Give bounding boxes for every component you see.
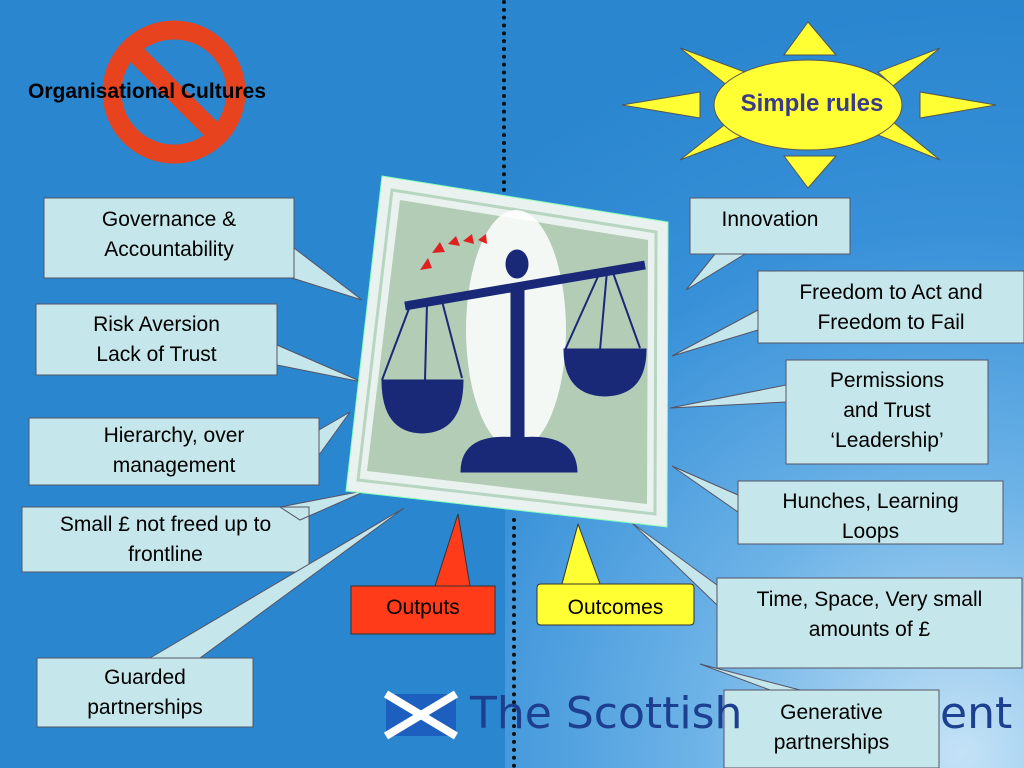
- motion-marks-icon: [420, 234, 487, 270]
- governance-text: Governance &Accountability: [101, 208, 237, 261]
- outcomes-label: Outcomes: [567, 596, 664, 619]
- callout-governance: [43, 197, 363, 301]
- outputs-label: Outputs: [386, 596, 460, 619]
- slide-title: Organisational Cultures: [28, 80, 267, 103]
- callout-permissions: [669, 359, 989, 465]
- callout-freedom: [671, 270, 1024, 357]
- no-symbol-icon: [102, 20, 246, 164]
- callout-guarded: [36, 507, 405, 728]
- simple-rules-label: Simple rules: [740, 90, 884, 117]
- saltire-flag-icon: [383, 690, 459, 740]
- callout-time: [631, 522, 1023, 669]
- divider-bottom: [512, 518, 516, 768]
- callout-risk: [35, 303, 363, 383]
- callout-hierarchy: [28, 411, 351, 486]
- outputs-shape: [350, 513, 496, 635]
- callout-generative: [699, 663, 940, 768]
- logo-text: The Scottish: [470, 688, 743, 739]
- divider-top: [502, 0, 506, 200]
- callout-innovation: [685, 197, 851, 291]
- sun-icon: [621, 21, 997, 189]
- callout-small: [21, 489, 369, 573]
- innovation-text: Innovation: [721, 208, 819, 231]
- justice-scales-image: [345, 175, 669, 528]
- callout-hunches: [671, 465, 1004, 545]
- logo-text-end: ent: [940, 688, 1013, 739]
- outcomes-shape: [536, 523, 695, 626]
